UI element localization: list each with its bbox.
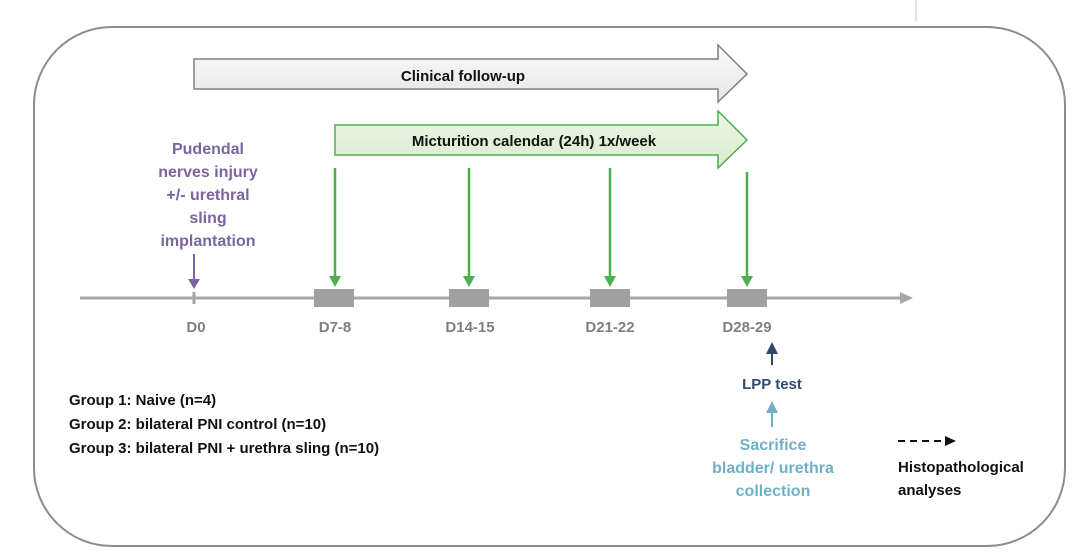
injury-arrow-head xyxy=(188,279,200,289)
measure-arrow-d7-head xyxy=(329,276,341,287)
timepoint-box-d14 xyxy=(449,289,489,307)
sacrifice-line-3: collection xyxy=(736,483,811,500)
injury-line-1: Pudendal xyxy=(172,141,244,158)
measure-arrow-d14-head xyxy=(463,276,475,287)
micturition-calendar-arrow xyxy=(334,109,749,170)
sacrifice-line-1: Sacrifice xyxy=(740,437,807,454)
injury-line-2: nerves injury xyxy=(158,164,258,181)
histo-dashed-arrow-head xyxy=(945,436,956,446)
group-3: Group 3: bilateral PNI + urethra sling (… xyxy=(69,440,379,457)
histo-line-1: Histopathological xyxy=(898,459,1024,476)
group-2: Group 2: bilateral PNI control (n=10) xyxy=(69,416,326,433)
micturition-calendar-label: Micturition calendar (24h) 1x/week xyxy=(412,133,657,150)
clinical-followup-label: Clinical follow-up xyxy=(401,68,525,85)
day-label-d14: D14-15 xyxy=(445,319,494,336)
sacrifice-arrow-head xyxy=(766,401,778,413)
injury-line-5: implantation xyxy=(160,233,255,250)
injury-line-3: +/- urethral xyxy=(166,187,249,204)
day-label-d21: D21-22 xyxy=(585,319,634,336)
timepoint-box-d28 xyxy=(727,289,767,307)
measure-arrow-d21-head xyxy=(604,276,616,287)
lpp-arrow-head xyxy=(766,342,778,354)
lpp-test-label: LPP test xyxy=(742,376,802,393)
group-1: Group 1: Naive (n=4) xyxy=(69,392,216,409)
timeline-axis-arrowhead xyxy=(900,292,913,304)
injury-label: Pudendal nerves injury +/- urethral slin… xyxy=(158,141,258,250)
day-label-d28: D28-29 xyxy=(722,319,771,336)
day-label-d7: D7-8 xyxy=(319,319,352,336)
sacrifice-line-2: bladder/ urethra xyxy=(712,460,834,477)
timepoint-box-d7 xyxy=(314,289,354,307)
histo-line-2: analyses xyxy=(898,482,961,499)
timepoint-box-d21 xyxy=(590,289,630,307)
day-label-d0: D0 xyxy=(186,319,205,336)
clinical-followup-arrow xyxy=(193,43,749,104)
injury-line-4: sling xyxy=(189,210,226,227)
frame-border xyxy=(33,26,1066,547)
measure-arrow-d28-head xyxy=(741,276,753,287)
